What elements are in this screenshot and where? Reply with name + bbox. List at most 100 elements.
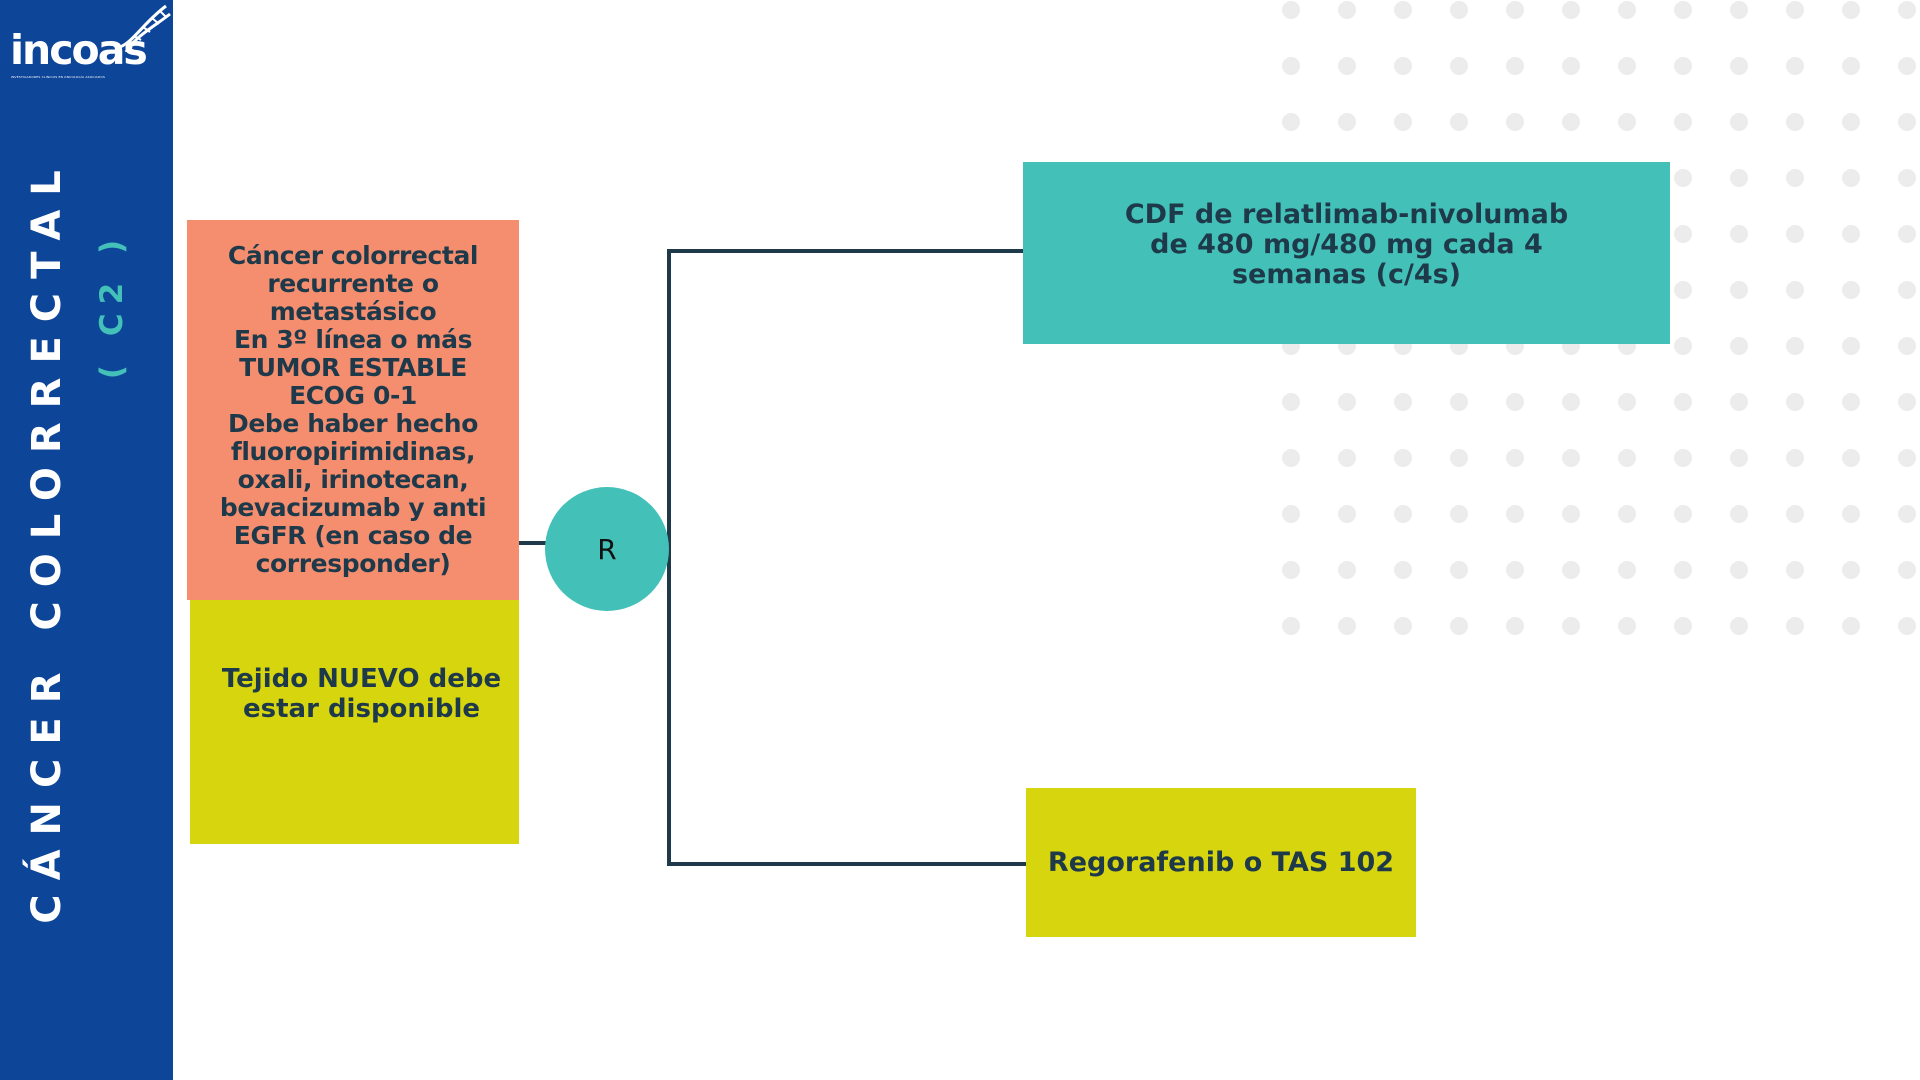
arm-b-line: Regorafenib o TAS 102 <box>1047 846 1395 878</box>
decor-dot <box>1394 393 1412 411</box>
decor-dot <box>1786 281 1804 299</box>
decor-dot <box>1674 561 1692 579</box>
logo-text: incoas <box>10 26 148 74</box>
decor-dot <box>1450 113 1468 131</box>
criteria-box-line: ECOG 0-1 <box>289 381 417 410</box>
decor-dot <box>1618 1 1636 19</box>
decor-dot <box>1786 57 1804 75</box>
decor-dot <box>1730 449 1748 467</box>
decor-dot <box>1786 393 1804 411</box>
decor-dot <box>1338 617 1356 635</box>
criteria-box-line: Debe haber hecho <box>228 409 478 438</box>
decor-dot <box>1562 561 1580 579</box>
decor-dot <box>1898 169 1916 187</box>
decor-dot <box>1506 57 1524 75</box>
incoas-logo: incoas INVESTIGADORES CLÍNICOS EN ONCOLO… <box>6 2 174 84</box>
decor-dot <box>1786 449 1804 467</box>
criteria-box-line: recurrente o <box>267 269 439 298</box>
randomization-node: R <box>545 487 669 611</box>
decor-dot <box>1394 1 1412 19</box>
decor-dot <box>1674 113 1692 131</box>
decor-dot <box>1506 449 1524 467</box>
decor-dot <box>1730 225 1748 243</box>
decor-dot <box>1898 505 1916 523</box>
tissue-box-line: estar disponible <box>242 694 480 724</box>
decor-dot <box>1898 393 1916 411</box>
decor-dot <box>1338 113 1356 131</box>
decor-dot <box>1282 505 1300 523</box>
decor-dot <box>1282 57 1300 75</box>
decor-dot <box>1842 505 1860 523</box>
criteria-box-line: oxali, irinotecan, <box>237 465 469 494</box>
decor-dot <box>1450 561 1468 579</box>
logo-tagline: INVESTIGADORES CLÍNICOS EN ONCOLOGÍA ASO… <box>11 75 106 79</box>
decor-dot <box>1506 505 1524 523</box>
decor-dot <box>1338 449 1356 467</box>
decor-dot <box>1450 1 1468 19</box>
decor-dot <box>1730 169 1748 187</box>
criteria-box-line: En 3º línea o más <box>233 325 473 354</box>
decor-dot <box>1394 617 1412 635</box>
dna-helix-icon <box>117 4 171 52</box>
decor-dot <box>1618 393 1636 411</box>
decor-dot <box>1786 505 1804 523</box>
connector-r-branch <box>667 249 1028 866</box>
decor-dot <box>1282 561 1300 579</box>
criteria-box-line: metastásico <box>269 297 437 326</box>
decor-dot <box>1842 113 1860 131</box>
decor-dot <box>1618 561 1636 579</box>
criteria-box-line: TUMOR ESTABLE <box>239 353 467 382</box>
decor-dot <box>1842 617 1860 635</box>
decor-dot <box>1450 57 1468 75</box>
decor-dot <box>1898 337 1916 355</box>
decor-dot <box>1730 561 1748 579</box>
decor-dot <box>1730 617 1748 635</box>
decor-dot <box>1786 561 1804 579</box>
decor-dot <box>1674 169 1692 187</box>
decor-dot <box>1394 449 1412 467</box>
tissue-box-line: Tejido NUEVO debe <box>221 664 502 694</box>
decor-dot <box>1674 337 1692 355</box>
decor-dot <box>1506 1 1524 19</box>
decor-dot <box>1506 561 1524 579</box>
decor-dot <box>1674 393 1692 411</box>
decor-dot <box>1506 113 1524 131</box>
decor-dot <box>1786 1 1804 19</box>
decor-dot <box>1730 113 1748 131</box>
arm-a-line: CDF de relatlimab-nivolumab <box>1124 199 1569 230</box>
decor-dot <box>1394 505 1412 523</box>
criteria-box-line: fluoropirimidinas, <box>230 437 476 466</box>
decor-dot <box>1842 337 1860 355</box>
decor-dot <box>1786 113 1804 131</box>
decor-dot <box>1898 1 1916 19</box>
decor-dot <box>1450 449 1468 467</box>
decor-dot <box>1674 1 1692 19</box>
sidebar: incoas INVESTIGADORES CLÍNICOS EN ONCOLO… <box>0 0 173 1080</box>
decor-dot <box>1282 617 1300 635</box>
decor-dot <box>1842 449 1860 467</box>
decor-dot <box>1282 393 1300 411</box>
decor-dot <box>1618 57 1636 75</box>
decor-dot <box>1842 169 1860 187</box>
decor-dot <box>1394 57 1412 75</box>
arm-a-line: semanas (c/4s) <box>1231 259 1462 290</box>
decor-dot <box>1898 449 1916 467</box>
decor-dot <box>1338 1 1356 19</box>
decor-dot <box>1450 393 1468 411</box>
criteria-box-line: corresponder) <box>255 549 451 578</box>
decor-dot <box>1618 505 1636 523</box>
criteria-box-line: Cáncer colorrectal <box>227 241 479 270</box>
decor-dot <box>1730 1 1748 19</box>
decor-dot <box>1674 281 1692 299</box>
arm-b-treatment-box: Regorafenib o TAS 102 <box>1026 788 1416 937</box>
decor-dot <box>1338 393 1356 411</box>
decor-dot <box>1842 281 1860 299</box>
decor-dot <box>1618 113 1636 131</box>
decor-dot <box>1786 617 1804 635</box>
decor-dot <box>1506 617 1524 635</box>
decor-dot <box>1562 449 1580 467</box>
decor-dot <box>1618 617 1636 635</box>
decor-dot <box>1730 505 1748 523</box>
